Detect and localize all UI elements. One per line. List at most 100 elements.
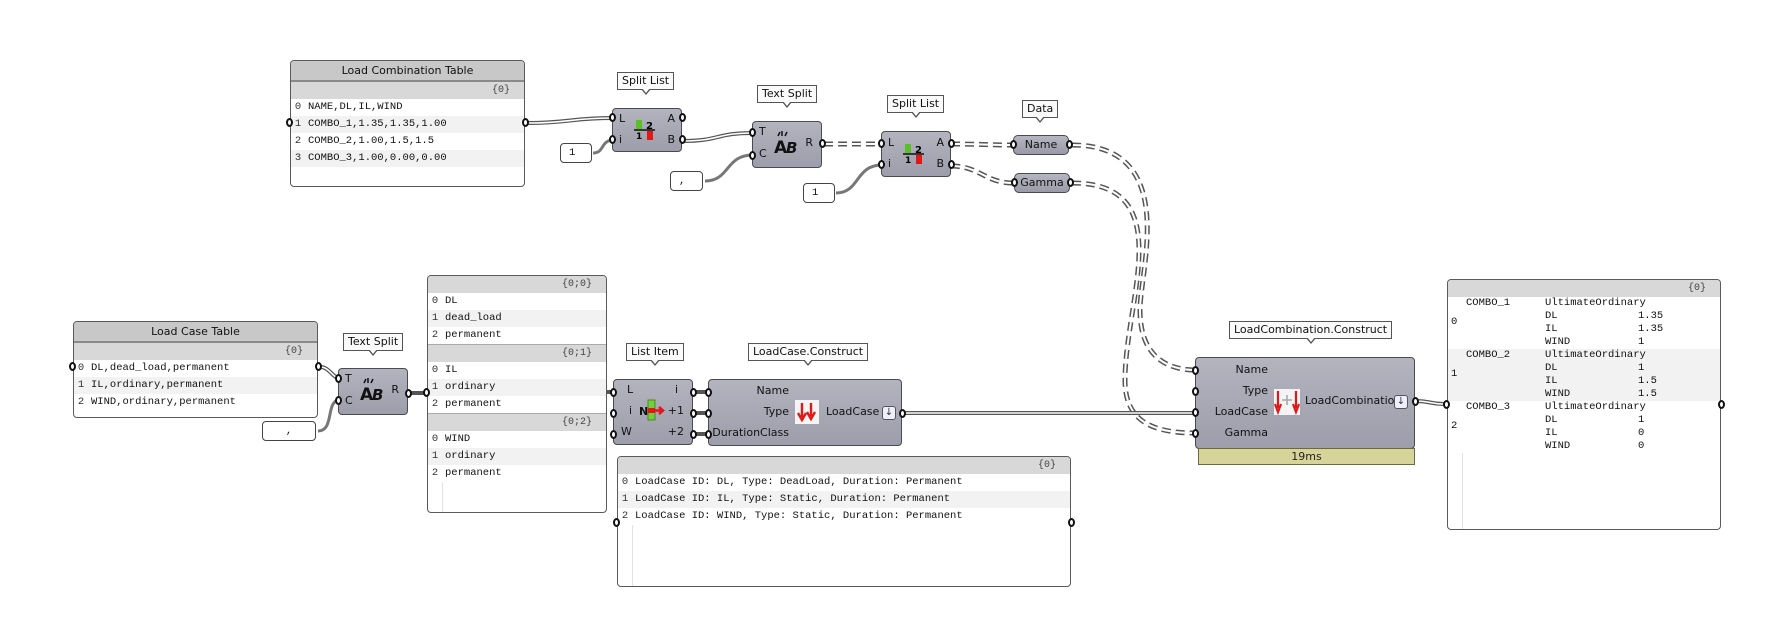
output-port[interactable] bbox=[1066, 140, 1073, 149]
factor-value: 1 bbox=[1638, 362, 1645, 374]
text-split-component[interactable]: T C R A B bbox=[752, 121, 822, 168]
input-port-name[interactable] bbox=[705, 388, 712, 397]
input-port-durationclass[interactable] bbox=[705, 430, 712, 439]
split-list-component-2[interactable]: L i A B 2 1 bbox=[881, 131, 951, 177]
data-tooltip: Data bbox=[1022, 100, 1059, 123]
output-port-a[interactable] bbox=[679, 113, 686, 122]
input-port-t[interactable] bbox=[749, 128, 756, 137]
item-index: 0 bbox=[431, 364, 439, 376]
separator-input[interactable]: , bbox=[262, 421, 316, 441]
gamma-data-param[interactable]: Gamma bbox=[1014, 173, 1070, 193]
input-port-l[interactable] bbox=[609, 113, 616, 122]
svg-text:1: 1 bbox=[905, 156, 911, 166]
index-number-input[interactable]: 1 bbox=[803, 183, 835, 203]
item-index: 1 bbox=[431, 312, 439, 324]
input-port-loadcase[interactable] bbox=[1192, 408, 1199, 417]
input-port-c[interactable] bbox=[335, 396, 342, 405]
input-label-type: Type bbox=[1242, 384, 1268, 397]
output-port[interactable] bbox=[315, 362, 322, 371]
output-port-plus2[interactable] bbox=[690, 430, 697, 439]
input-port-i[interactable] bbox=[610, 409, 617, 418]
svg-text:A: A bbox=[774, 138, 788, 157]
output-port-b[interactable] bbox=[679, 135, 686, 144]
output-port-loadcase[interactable] bbox=[899, 409, 906, 418]
index-number-input[interactable]: 1 bbox=[560, 143, 592, 163]
split-list-tooltip: Split List bbox=[887, 95, 945, 118]
item-index: 2 bbox=[1451, 420, 1458, 432]
input-label-loadcase: LoadCase bbox=[1214, 405, 1268, 418]
input-port-gamma[interactable] bbox=[1192, 429, 1199, 438]
output-port[interactable] bbox=[522, 118, 529, 127]
input-port-c[interactable] bbox=[749, 151, 756, 160]
item-index: 2 bbox=[294, 135, 302, 147]
wire-table-to-splitlist bbox=[526, 116, 615, 125]
panel-title: Load Case Table bbox=[74, 322, 317, 343]
input-port-i[interactable] bbox=[878, 160, 885, 169]
input-port[interactable] bbox=[423, 388, 430, 397]
loadcase-construct-component[interactable]: Name Type DurationClass LoadCase ↓ bbox=[708, 379, 902, 446]
wire-separator-to-textsplit bbox=[704, 153, 754, 183]
input-port-i[interactable] bbox=[609, 135, 616, 144]
input-port[interactable] bbox=[286, 118, 293, 127]
separator-input[interactable]: , bbox=[670, 171, 703, 191]
output-port[interactable] bbox=[1068, 518, 1075, 527]
output-port[interactable] bbox=[1718, 400, 1725, 409]
item-index: 0 bbox=[431, 295, 439, 307]
input-port-w[interactable] bbox=[610, 430, 617, 439]
input-port-t[interactable] bbox=[335, 374, 342, 383]
list-item-component[interactable]: L i W i +1 +2 N bbox=[613, 379, 693, 445]
dropdown-arrow-icon[interactable]: ↓ bbox=[882, 406, 896, 420]
input-label-t: T bbox=[759, 125, 766, 138]
output-port-r[interactable] bbox=[405, 389, 412, 398]
factor-value: 0 bbox=[1638, 427, 1645, 439]
text-split-tooltip: Text Split bbox=[757, 85, 818, 108]
output-port-i[interactable] bbox=[690, 388, 697, 397]
wire-name-to-loadcombination bbox=[1071, 142, 1197, 373]
output-label-a: A bbox=[667, 112, 675, 125]
output-label-plus2: +2 bbox=[667, 425, 684, 438]
output-port-a[interactable] bbox=[948, 139, 955, 148]
output-port-r[interactable] bbox=[819, 139, 826, 148]
output-label-i: i bbox=[674, 383, 678, 396]
input-label-l: L bbox=[627, 383, 634, 396]
factor-value: 1 bbox=[1638, 414, 1645, 426]
input-port[interactable] bbox=[613, 518, 620, 527]
output-label-a: A bbox=[936, 136, 944, 149]
output-port[interactable] bbox=[1067, 178, 1074, 187]
split-list-component[interactable]: L i A B 2 1 bbox=[612, 108, 682, 152]
name-data-param[interactable]: Name bbox=[1013, 135, 1069, 155]
input-port[interactable] bbox=[69, 362, 76, 371]
text-split-component-2[interactable]: T C R A B bbox=[338, 368, 408, 415]
factor-value: 0 bbox=[1638, 440, 1645, 452]
input-port-l[interactable] bbox=[610, 388, 617, 397]
dropdown-arrow-icon[interactable]: ↓ bbox=[1394, 395, 1408, 409]
input-port[interactable] bbox=[1010, 140, 1017, 149]
loadcombination-construct-component[interactable]: Name Type LoadCase Gamma LoadCombination… bbox=[1195, 357, 1415, 449]
output-port-loadcombination[interactable] bbox=[1412, 397, 1419, 406]
input-port-type[interactable] bbox=[705, 409, 712, 418]
input-label-durationclass: DurationClass bbox=[712, 426, 789, 439]
item-index: 2 bbox=[431, 398, 439, 410]
output-label-loadcombination: LoadCombination. bbox=[1305, 394, 1405, 407]
factor-load-case: IL bbox=[1545, 375, 1558, 387]
item-index: 0 bbox=[431, 433, 439, 445]
input-port-l[interactable] bbox=[878, 139, 885, 148]
input-port-type[interactable] bbox=[1192, 387, 1199, 396]
input-port-name[interactable] bbox=[1192, 366, 1199, 375]
input-port[interactable] bbox=[1443, 400, 1450, 409]
output-port-b[interactable] bbox=[948, 160, 955, 169]
output-port-plus1[interactable] bbox=[690, 409, 697, 418]
input-port[interactable] bbox=[1011, 178, 1018, 187]
svg-text:2: 2 bbox=[915, 145, 922, 156]
